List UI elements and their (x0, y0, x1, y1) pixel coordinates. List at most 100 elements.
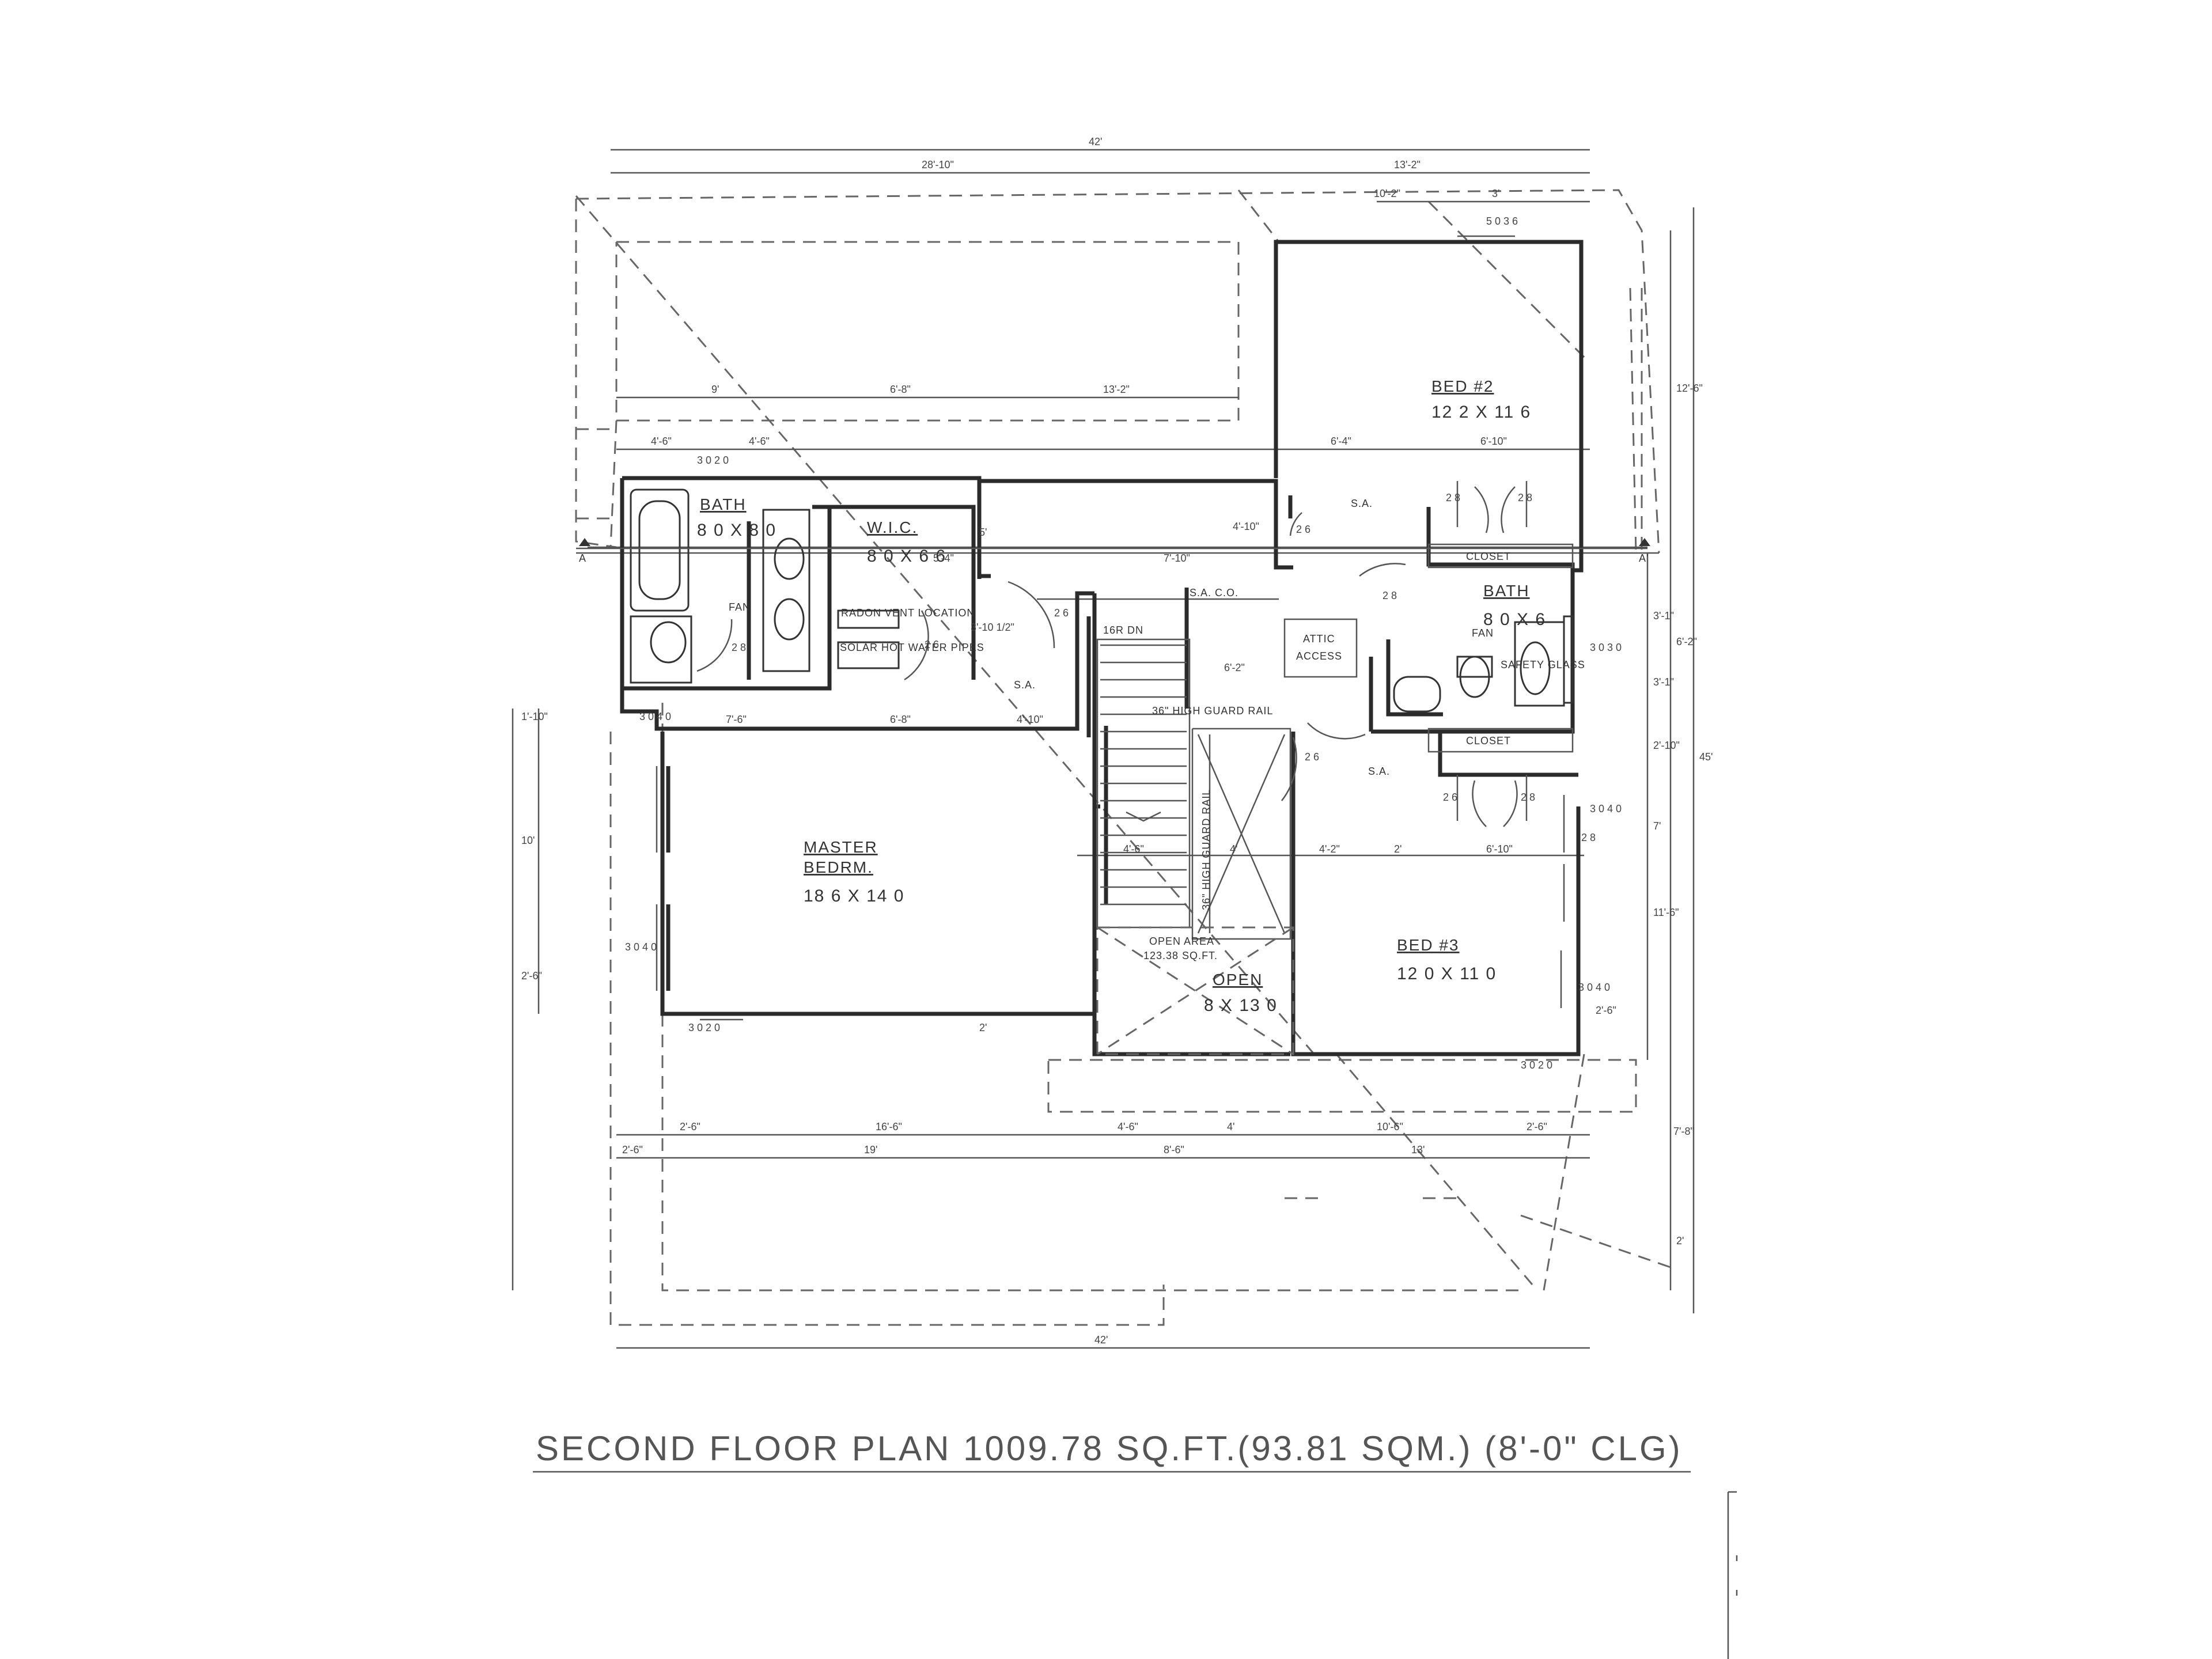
svg-text:3 0 3 0: 3 0 3 0 (1590, 642, 1622, 653)
fan-note-1: FAN (729, 601, 751, 613)
bath2-label: BATH (1483, 582, 1530, 600)
guard-rail-note-v: 36" HIGH GUARD RAIL (1200, 789, 1212, 910)
svg-text:4'-2": 4'-2" (1319, 843, 1340, 855)
svg-text:9': 9' (711, 384, 719, 395)
svg-text:2'-6": 2'-6" (521, 970, 542, 982)
smoke-alarm-3: S.A. (1368, 766, 1390, 777)
wic-size: 8 0 X 6 6 (867, 547, 946, 566)
svg-text:6'-10": 6'-10" (1480, 435, 1507, 447)
svg-text:2 8: 2 8 (1518, 492, 1532, 503)
svg-text:6'-2": 6'-2" (1224, 662, 1245, 673)
svg-text:3'-1": 3'-1" (1653, 676, 1674, 688)
svg-text:7'-10": 7'-10" (1164, 552, 1190, 564)
svg-text:6'-8": 6'-8" (890, 714, 911, 725)
solar-note: SOLAR HOT WATER PIPES (840, 642, 984, 653)
svg-text:2 6: 2 6 (1054, 607, 1069, 619)
svg-text:4'-10": 4'-10" (1017, 714, 1043, 725)
guard-rail (1191, 728, 1291, 940)
guard-rail-note-h: 36" HIGH GUARD RAIL (1152, 705, 1273, 717)
svg-text:8'-6": 8'-6" (1164, 1144, 1184, 1156)
svg-text:2': 2' (1676, 1235, 1684, 1247)
open-label: OPEN (1213, 971, 1263, 988)
svg-text:4'-10": 4'-10" (1233, 521, 1259, 532)
svg-text:42': 42' (1094, 1334, 1108, 1346)
safety-glass-note: SAFETY GLASS (1501, 659, 1585, 671)
bed2-label: BED #2 (1431, 377, 1494, 395)
bed3-size: 12 0 X 11 0 (1397, 964, 1497, 983)
svg-text:10'-6": 10'-6" (1377, 1121, 1403, 1132)
svg-text:2 8: 2 8 (1581, 832, 1596, 843)
svg-text:6'-8": 6'-8" (890, 384, 911, 395)
open-area-outline (1096, 926, 1294, 1055)
svg-text:4'-6": 4'-6" (1123, 843, 1144, 855)
smoke-alarm-2: S.A. (1014, 679, 1036, 691)
bed3-label: BED #3 (1397, 936, 1460, 954)
svg-text:45': 45' (1699, 751, 1713, 763)
svg-text:2 6: 2 6 (1305, 751, 1319, 763)
svg-text:19': 19' (864, 1144, 877, 1156)
closet-upper-label: CLOSET (1466, 551, 1511, 562)
svg-text:2 6: 2 6 (925, 639, 939, 650)
svg-text:13'-2": 13'-2" (1103, 384, 1130, 395)
svg-text:7'-8": 7'-8" (1673, 1126, 1694, 1137)
svg-text:4'-6": 4'-6" (1118, 1121, 1138, 1132)
svg-text:4': 4' (1230, 843, 1237, 855)
svg-text:2': 2' (1394, 843, 1402, 855)
svg-text:42': 42' (1089, 136, 1102, 147)
smoke-alarm-co: S.A. C.O. (1190, 587, 1238, 599)
notes: 36" HIGH GUARD RAIL 36" HIGH GUARD RAIL … (579, 498, 1648, 910)
master-bath-label: BATH (700, 495, 747, 513)
attic-access (1283, 618, 1358, 678)
svg-text:16'-6": 16'-6" (876, 1121, 902, 1132)
svg-text:12'-6": 12'-6" (1676, 382, 1703, 394)
svg-text:5'-4": 5'-4" (933, 552, 954, 564)
svg-text:3 0 2 0: 3 0 2 0 (1521, 1059, 1552, 1071)
section-label-left: A (579, 552, 586, 564)
svg-text:4'-6": 4'-6" (651, 435, 672, 447)
svg-text:4'-6": 4'-6" (749, 435, 770, 447)
wic-label: W.I.C. (867, 518, 918, 536)
attic-label-2: ACCESS (1296, 650, 1342, 662)
svg-text:3 0 4 0: 3 0 4 0 (625, 941, 657, 953)
svg-text:3 0 4 0: 3 0 4 0 (1590, 803, 1622, 815)
master-bath-fixtures (630, 488, 900, 684)
room-labels: BATH 8 0 X 8 0 W.I.C. 8 0 X 6 6 BED #2 1… (697, 377, 1546, 1015)
bath2-size: 8 0 X 6 (1483, 610, 1546, 629)
svg-text:6'-10": 6'-10" (1486, 843, 1513, 855)
smoke-alarm-1: S.A. (1351, 498, 1373, 509)
master-bath-size: 8 0 X 8 0 (697, 521, 777, 540)
svg-text:3 0 4 0: 3 0 4 0 (1578, 982, 1610, 993)
svg-text:28'-10": 28'-10" (922, 159, 954, 171)
radon-note: RADON VENT LOCATION (841, 607, 975, 619)
svg-text:2'-6": 2'-6" (680, 1121, 700, 1132)
plan-title-text: SECOND FLOOR PLAN 1009.78 SQ.FT.(93.81 S… (536, 1429, 1683, 1468)
svg-text:3 0 4 0: 3 0 4 0 (639, 711, 671, 722)
dimension-lines (512, 149, 1695, 1349)
svg-text:2 8: 2 8 (1382, 590, 1397, 601)
open-size: 8 X 13 0 (1204, 996, 1278, 1015)
svg-text:3 0 2 0: 3 0 2 0 (697, 454, 729, 466)
svg-text:11'-6": 11'-6" (1653, 907, 1679, 918)
master-bedroom-size: 18 6 X 14 0 (804, 887, 904, 906)
svg-text:2 6: 2 6 (1296, 524, 1310, 535)
section-markers (576, 538, 1650, 550)
svg-text:10'-2": 10'-2" (1374, 188, 1400, 199)
closet-lower-label: CLOSET (1466, 735, 1511, 747)
svg-text:2 8: 2 8 (1521, 791, 1535, 803)
svg-text:7'-6": 7'-6" (726, 714, 747, 725)
dimension-labels: 42' 28'-10" 13'-2" 10'-2" 3' 5 0 3 6 9' … (521, 136, 1713, 1346)
svg-text:5 0 3 6: 5 0 3 6 (1486, 215, 1518, 227)
plan-title: SECOND FLOOR PLAN 1009.78 SQ.FT.(93.81 S… (533, 1429, 1691, 1473)
svg-text:1'-10": 1'-10" (521, 711, 548, 722)
svg-text:3'-1": 3'-1" (1653, 610, 1674, 622)
sheet-edge-marks (1727, 1491, 1738, 1659)
svg-text:3'-10 1/2": 3'-10 1/2" (971, 622, 1014, 633)
master-bedroom-label-1: MASTER (804, 838, 878, 856)
open-area-label-1: OPEN AREA (1149, 935, 1214, 947)
walls (620, 240, 1584, 1056)
bed2-size: 12 2 X 11 6 (1431, 403, 1531, 422)
closets (1427, 481, 1574, 821)
svg-text:3': 3' (1492, 188, 1499, 199)
svg-text:4': 4' (1227, 1121, 1234, 1132)
